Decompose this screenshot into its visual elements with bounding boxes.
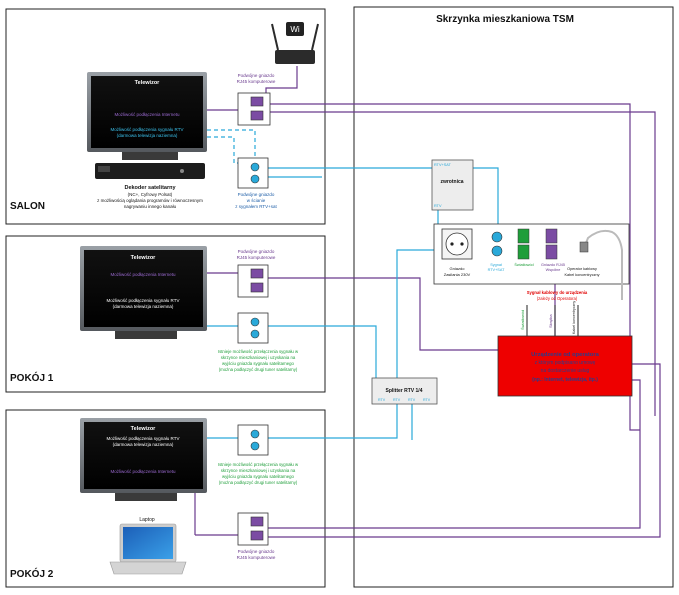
salon-rj45-line1: Podwójne gniazdo [238, 73, 275, 78]
splitter-rtv: Splitter RTV 1/4 RTV RTV RTV RTV [371, 377, 438, 405]
salon-rj45-socket: Podwójne gniazdo RJ45 komputerowe [237, 73, 276, 126]
pokoj1-rj45-line2: RJ45 komputerowe [237, 255, 276, 260]
pokoj2-label: POKÓJ 2 [10, 567, 54, 580]
pokoj1-frame [5, 235, 326, 393]
laptop-label: Laptop [139, 517, 155, 523]
pokoj1-rj45-socket: Podwójne gniazdo RJ45 komputerowe [237, 249, 276, 298]
power-socket-label2: Zasilania 230V [444, 272, 471, 277]
operator-box-line4: (np.: Internet, telewizja, itp.) [532, 377, 598, 383]
pokoj1-tv-title: Telewizor [131, 255, 157, 261]
salon-frame [5, 8, 326, 225]
decoder-line2: (NC+, Cyfrowy Polsat) [128, 192, 173, 197]
vert-label-swiatlowod: Światłowód [520, 310, 525, 330]
operator-cables [526, 305, 579, 336]
pokoj1-tv-line3: (darmowa telewizja naziemna) [113, 304, 174, 309]
salon-label: SALON [10, 201, 45, 212]
salon-sat-line3: z sygnałem RTV+sat [235, 204, 277, 209]
pokoj1-note-line3: wyjściu gniazda sygnału satelitarnego [222, 361, 295, 366]
decoder-line1: Dekoder satelitarny [124, 185, 176, 191]
operator-box-line3: na dostarczenie usług [541, 368, 590, 374]
operator-box-line2: z którym podpisano umowę [535, 360, 596, 366]
splitter-port-1: RTV [378, 398, 386, 402]
decoder-line4: nagrywaniu innego kanału [124, 204, 177, 209]
operator-label1: Operator kablowy [567, 267, 597, 271]
splitter-port-2: RTV [393, 398, 401, 402]
pokoj1-note-line2: skrzynce mieszkaniowej i uzyskania na [221, 355, 296, 360]
pokoj1-tv: Telewizor Możliwość podłączenia Internet… [80, 246, 207, 339]
vert-label-kabel: Kabel koncentryczny [572, 301, 576, 334]
sygnal-label1: Sygnał [490, 263, 502, 267]
pokoj2-note-line3: wyjściu gniazda sygnału satelitarnego [222, 474, 295, 479]
pokoj2-tv: Telewizor Możliwość podłączenia sygnału … [80, 418, 207, 501]
zwrotnica-out-label: RTV [434, 204, 442, 208]
warning-line2: (zależy od Operatora) [537, 296, 578, 301]
power-socket-label1: Gniazdo [450, 266, 466, 271]
pokoj1-note-line4: (można podłączyć drugi tuner satelitarny… [219, 367, 298, 372]
pokoj2-tv-title: Telewizor [131, 426, 157, 432]
pokoj2-tv-line2: (darmowa telewizja naziemna) [113, 442, 174, 447]
operator-label2: Kabel koncentryczny [564, 273, 599, 277]
salon-tv: Telewizor Możliwość podłączenia Internet… [87, 72, 207, 160]
tsm-box-title: Skrzynka mieszkaniowa TSM [436, 14, 574, 25]
salon-tv-line1: Możliwość podłączenia Internetu [114, 112, 180, 117]
tsm-socket-panel: Gniazdo Zasilania 230V Sygnał RTV+SAT Św… [433, 223, 630, 300]
pokoj2-frame [5, 409, 326, 588]
vert-label-skretka: Skrętka [548, 314, 553, 328]
pokoj2-rj45-line1: Podwójne gniazdo [238, 549, 275, 554]
splitter-rtv-label: Splitter RTV 1/4 [386, 388, 423, 394]
salon-sat-line2: w ścianie [247, 198, 266, 203]
decoder-line3: z możliwością oglądania programów i równ… [97, 198, 203, 203]
salon-tv-line2: Możliwość podłączenia sygnału RTV [111, 127, 184, 132]
salon-rj45-line2: RJ45 komputerowe [237, 79, 276, 84]
tsm-rj45-label2: Wspólne [546, 268, 561, 272]
pokoj1-tv-line2: Możliwość podłączenia sygnału RTV [107, 298, 180, 303]
splitter-port-3: RTV [408, 398, 416, 402]
zwrotnica: RTV+SAT zwrotnica RTV [431, 159, 474, 211]
satellite-decoder: Dekoder satelitarny (NC+, Cyfrowy Polsat… [95, 163, 205, 209]
wifi-router: Wi [271, 22, 319, 64]
salon-tv-title: Telewizor [135, 80, 161, 86]
laptop: Laptop [109, 517, 187, 575]
pokoj1-rtv-socket: Istnieje możliwość przełączenia sygnału … [218, 312, 299, 372]
pokoj1-note-line1: Istnieje możliwość przełączenia sygnału … [218, 349, 299, 354]
operator-box-line1: Urządzenie od operatora [531, 352, 599, 358]
salon-tv-line3: (darmowa telewizja naziemna) [117, 133, 178, 138]
sygnal-label2: RTV+SAT [488, 268, 506, 272]
pokoj2-rj45-socket: Podwójne gniazdo RJ45 komputerowe [237, 512, 276, 560]
warning-line1: Sygnał kablowy do urządzenia [527, 290, 588, 295]
rtv-lines [207, 129, 499, 440]
pokoj1-tv-line1: Możliwość podłączenia Internetu [110, 272, 176, 277]
pokoj2-note-line4: (można podłączyć drugi tuner satelitarny… [219, 480, 298, 485]
tsm-box-frame [353, 6, 674, 588]
zwrotnica-label: zwrotnica [440, 179, 463, 185]
salon-sat-line1: Podwójne gniazdo [238, 192, 275, 197]
swiatlowod-label: Światłowód [514, 262, 533, 267]
operator-device: Urządzenie od operatora z którym podpisa… [497, 335, 633, 397]
pokoj2-note-line1: Istnieje możliwość przełączenia sygnału … [218, 462, 299, 467]
pokoj2-note-line2: skrzynce mieszkaniowej i uzyskania na [221, 468, 296, 473]
pokoj1-label: POKÓJ 1 [10, 371, 54, 384]
pokoj2-tv-line3: Możliwość podłączenia Internetu [110, 469, 176, 474]
tsm-rj45-label1: Gniazdo RJ45 [541, 263, 565, 267]
coax-cable-icon [583, 229, 623, 300]
pokoj2-rj45-line2: RJ45 komputerowe [237, 555, 276, 560]
pokoj1-rj45-line1: Podwójne gniazdo [238, 249, 275, 254]
salon-sat-socket: Podwójne gniazdo w ścianie z sygnałem RT… [235, 157, 278, 209]
zwrotnica-in-label: RTV+SAT [434, 163, 452, 167]
wifi-icon: Wi [290, 25, 300, 34]
pokoj2-rtv-socket: Istnieje możliwość przełączenia sygnału … [218, 424, 299, 485]
pokoj2-tv-line1: Możliwość podłączenia sygnału RTV [107, 436, 180, 441]
power-socket-icon [445, 232, 469, 256]
splitter-port-4: RTV [423, 398, 431, 402]
